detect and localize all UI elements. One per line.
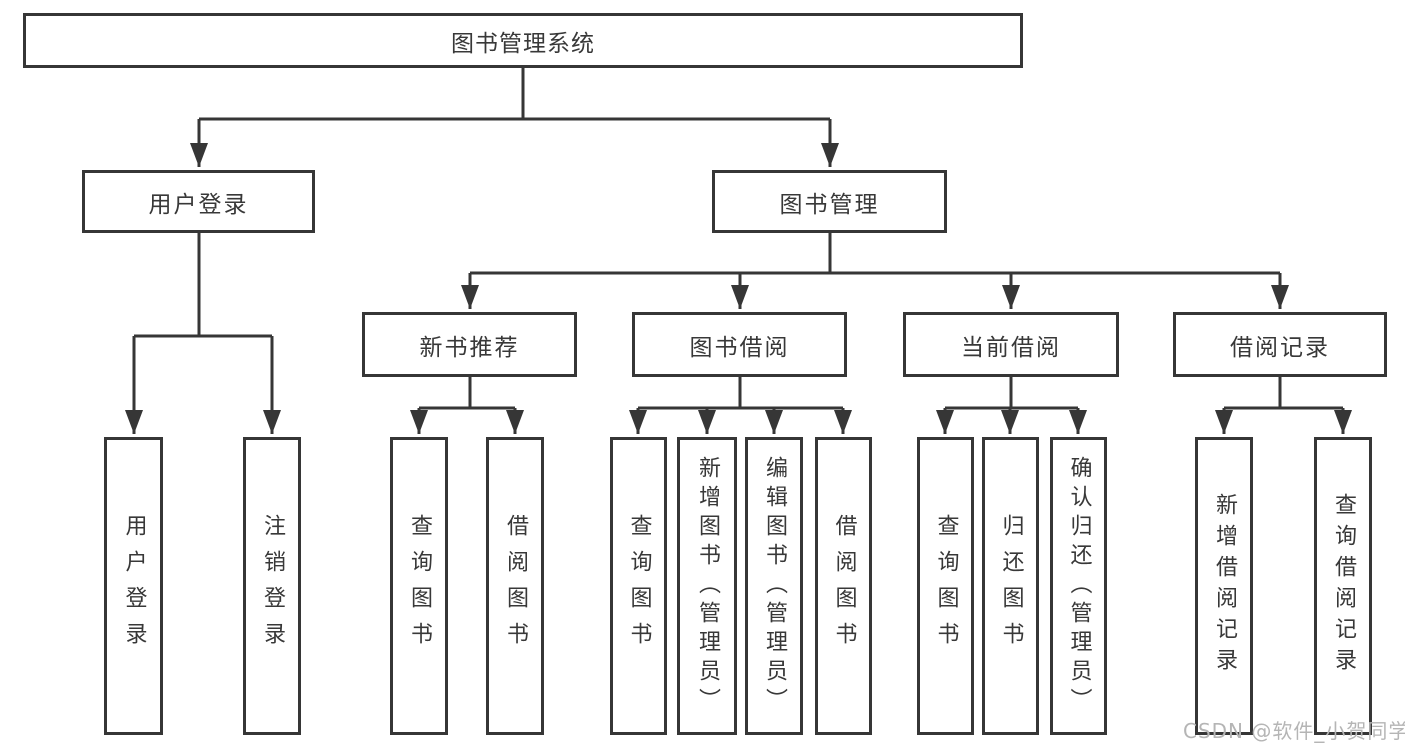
leaf-borrow-books-1: 借阅图书: [486, 437, 544, 735]
leaf-return-books-label: 归还图书: [998, 514, 1024, 658]
leaf-add-books-admin: 新增图书（管理员）: [677, 437, 737, 735]
leaf-query-books-2-label: 查询图书: [626, 514, 652, 658]
node-book-borrowing: 图书借阅: [632, 312, 847, 377]
leaf-query-borrow-record-label: 查询借阅记录: [1331, 493, 1356, 679]
leaf-query-books-1-label: 查询图书: [407, 514, 432, 658]
csdn-watermark: CSDN @软件_小贺同学: [1183, 719, 1405, 743]
leaf-add-borrow-record: 新增借阅记录: [1195, 437, 1253, 735]
node-user-login: 用户登录: [82, 170, 315, 233]
leaf-query-books-3: 查询图书: [917, 437, 974, 735]
leaf-logout-label: 注销登录: [260, 514, 285, 658]
leaf-borrow-books-1-label: 借阅图书: [503, 514, 528, 658]
node-book-management-label: 图书管理: [779, 191, 880, 218]
leaf-add-borrow-record-label: 新增借阅记录: [1212, 493, 1237, 679]
node-current-borrowing-label: 当前借阅: [961, 334, 1061, 361]
node-borrowing-records: 借阅记录: [1173, 312, 1387, 377]
leaf-borrow-books-2: 借阅图书: [815, 437, 872, 735]
leaf-user-login: 用户登录: [104, 437, 163, 735]
leaf-query-borrow-record: 查询借阅记录: [1314, 437, 1372, 735]
leaf-borrow-books-2-label: 借阅图书: [831, 514, 857, 658]
leaf-user-login-label: 用户登录: [121, 514, 147, 658]
node-root-system: 图书管理系统: [23, 13, 1023, 68]
node-new-book-recommendation: 新书推荐: [362, 312, 577, 377]
leaf-edit-books-admin-label: 编辑图书（管理员）: [762, 455, 787, 717]
node-borrowing-records-label: 借阅记录: [1230, 334, 1330, 361]
node-user-login-label: 用户登录: [148, 191, 249, 218]
leaf-edit-books-admin: 编辑图书（管理员）: [745, 437, 803, 735]
leaf-confirm-return-admin-label: 确认归还（管理员）: [1066, 455, 1092, 717]
leaf-add-books-admin-label: 新增图书（管理员）: [695, 455, 720, 717]
node-book-borrowing-label: 图书借阅: [689, 334, 790, 361]
leaf-query-books-3-label: 查询图书: [933, 514, 959, 658]
node-new-book-recommendation-label: 新书推荐: [419, 334, 520, 361]
node-book-management: 图书管理: [712, 170, 947, 233]
leaf-return-books: 归还图书: [982, 437, 1039, 735]
leaf-confirm-return-admin: 确认归还（管理员）: [1050, 437, 1107, 735]
leaf-query-books-1: 查询图书: [390, 437, 448, 735]
leaf-query-books-2: 查询图书: [610, 437, 667, 735]
node-current-borrowing: 当前借阅: [903, 312, 1119, 377]
node-root-system-label: 图书管理系统: [451, 30, 595, 57]
leaf-logout: 注销登录: [243, 437, 301, 735]
